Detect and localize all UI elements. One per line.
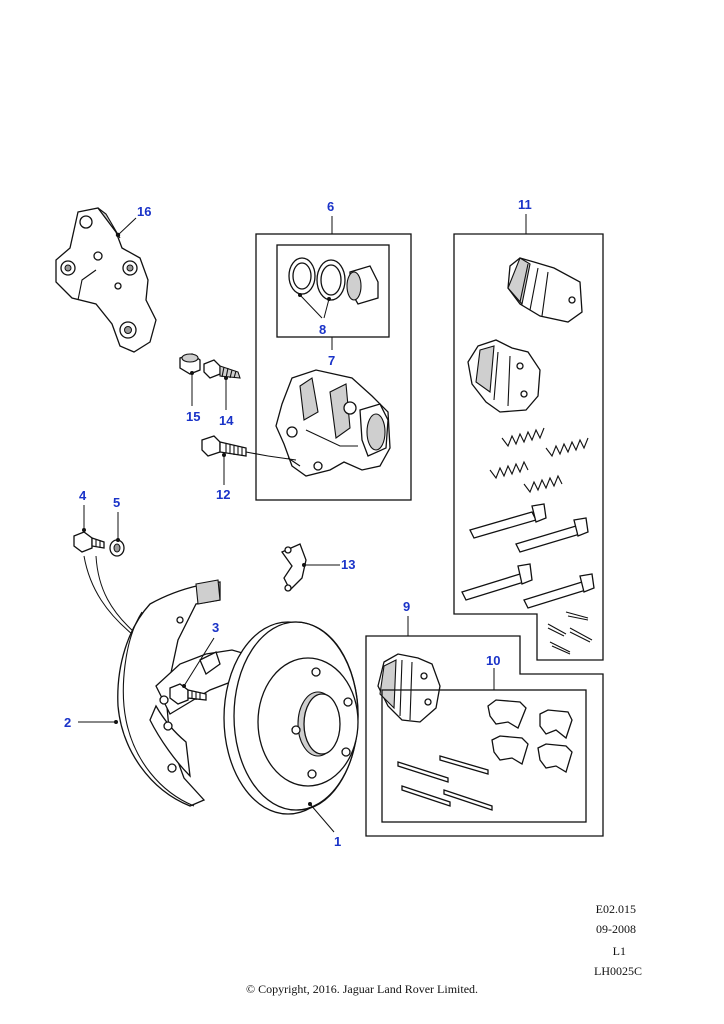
box-11-pad-kit [453, 233, 604, 661]
callout-14: 14 [219, 413, 234, 428]
callout-6: 6 [327, 199, 334, 214]
callout-4: 4 [79, 488, 87, 503]
box-seal-kit [276, 244, 390, 338]
drawing-code: LH0025C [594, 964, 642, 978]
springs [489, 427, 589, 494]
box-6-caliper-kit [255, 233, 412, 501]
part-8-seals [288, 257, 346, 301]
part-5-washer [109, 539, 125, 557]
part-10-retaining-pins [397, 755, 493, 811]
caliper-carrier-pads [467, 339, 541, 413]
drawing-ref: E02.015 [595, 902, 636, 916]
box-10-fitting-kit [381, 689, 587, 823]
callout-13: 13 [341, 557, 355, 572]
callout-2: 2 [64, 715, 71, 730]
split-pins [547, 611, 593, 655]
brake-pads-set [507, 257, 583, 323]
part-14-bolt [203, 359, 241, 379]
callout-16: 16 [137, 204, 151, 219]
drawing-level: L1 [612, 944, 626, 958]
copyright-notice: © Copyright, 2016. Jaguar Land Rover Lim… [245, 982, 479, 996]
part-3-bolt [169, 683, 207, 705]
part-12-bolt [201, 435, 305, 463]
callout-11: 11 [518, 197, 532, 212]
guide-pins [461, 503, 595, 609]
callout-9: 9 [403, 599, 410, 614]
callout-5: 5 [113, 495, 120, 510]
callout-10: 10 [486, 653, 500, 668]
part-10-anti-rattle-clips [487, 699, 573, 773]
callout-3: 3 [212, 620, 219, 635]
part-16-bracket [55, 207, 157, 353]
callout-1: 1 [334, 834, 341, 849]
part-4-bolt [73, 531, 105, 553]
part-13-clip [281, 543, 307, 592]
part-15-nut [179, 353, 201, 375]
part-9-pads [377, 653, 441, 723]
callout-12: 12 [216, 487, 230, 502]
drawing-date: 09-2008 [596, 922, 636, 936]
part-7-caliper [275, 369, 391, 477]
box-9-pad-kit [365, 635, 604, 837]
callout-7: 7 [328, 353, 335, 368]
piston [346, 265, 379, 305]
callout-15: 15 [186, 409, 200, 424]
part-1-brake-disc [223, 621, 359, 815]
callout-8: 8 [319, 322, 326, 337]
